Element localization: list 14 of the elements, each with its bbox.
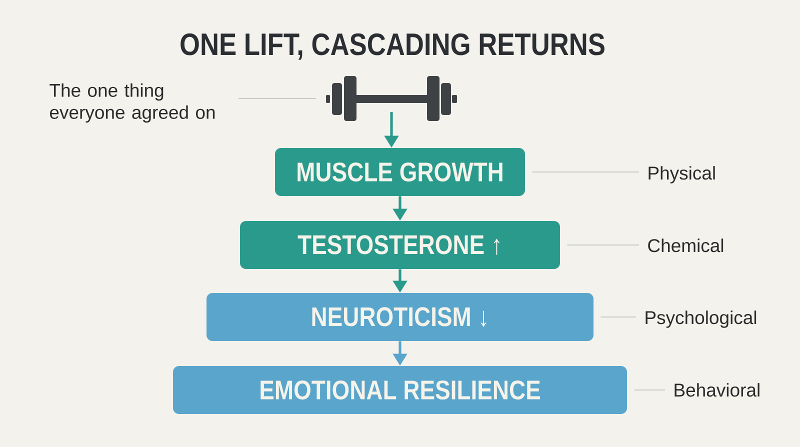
title: ONE LIFT, CASCADING RETURNS xyxy=(180,33,604,60)
process-box: NEUROTICISM ↓ xyxy=(206,293,594,341)
side-label: Chemical xyxy=(648,238,724,252)
leader-line xyxy=(600,316,636,318)
note-text: The one thing everyone agreed on xyxy=(50,83,215,123)
process-box: TESTOSTERONE ↑ xyxy=(240,221,560,269)
process-box: EMOTIONAL RESILIENCE xyxy=(173,366,627,414)
side-label: Physical xyxy=(648,166,715,184)
leader-line xyxy=(238,98,316,99)
process-box: MUSCLE GROWTH xyxy=(275,148,525,196)
side-label: Psychological xyxy=(646,310,756,328)
leader-line xyxy=(566,244,640,246)
barbell-icon xyxy=(326,76,457,121)
side-label: Behavioral xyxy=(674,383,760,397)
